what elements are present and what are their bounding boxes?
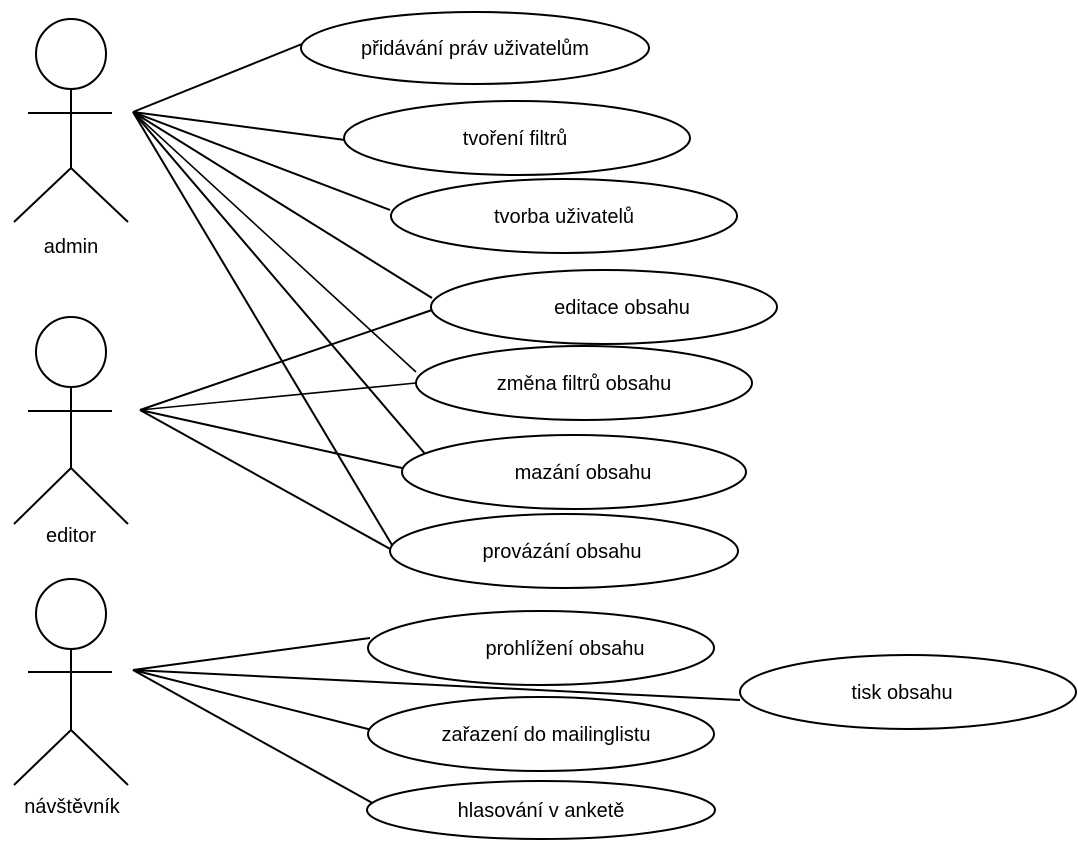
use-case-uc9: tisk obsahu xyxy=(739,654,1077,730)
assoc-admin-uc4 xyxy=(132,111,433,299)
assoc-visitor-uc8 xyxy=(132,637,371,671)
use-case-uc4: editace obsahu xyxy=(430,269,778,345)
assoc-visitor-uc11 xyxy=(132,669,377,806)
use-case-label: hlasování v anketě xyxy=(458,800,625,822)
actor-label-visitor: návštěvník xyxy=(24,796,121,818)
assoc-admin-uc3 xyxy=(132,111,391,211)
use-case-uc7: provázání obsahu xyxy=(389,513,739,589)
assoc-admin-uc5 xyxy=(132,111,417,373)
assoc-admin-uc6 xyxy=(132,111,433,463)
actor-head xyxy=(35,18,107,90)
use-case-uc3: tvorba uživatelů xyxy=(390,178,738,254)
use-case-uc1: přidávání práv uživatelům xyxy=(300,11,650,85)
actor-visitor: návštěvník xyxy=(13,578,129,818)
actor-head xyxy=(35,578,107,650)
actor-editor: editor xyxy=(13,316,129,547)
assoc-editor-uc6 xyxy=(139,409,403,469)
use-case-uc11: hlasování v anketě xyxy=(366,780,716,840)
assoc-admin-uc1 xyxy=(132,43,303,113)
actor-head xyxy=(35,316,107,388)
associations xyxy=(132,43,741,806)
assoc-visitor-uc9 xyxy=(132,669,741,701)
assoc-visitor-uc10 xyxy=(132,669,373,731)
use-case-label: zařazení do mailinglistu xyxy=(442,724,651,746)
assoc-editor-uc5 xyxy=(139,382,417,411)
use-case-uc6: mazání obsahu xyxy=(401,434,747,510)
assoc-editor-uc7 xyxy=(139,409,393,551)
use-case-label: prohlížení obsahu xyxy=(485,638,644,660)
actor-admin: admin xyxy=(13,18,129,258)
use-case-label: mazání obsahu xyxy=(515,462,652,484)
assoc-editor-uc4 xyxy=(139,309,433,411)
use-case-label: provázání obsahu xyxy=(482,541,641,563)
use-case-label: přidávání práv uživatelům xyxy=(361,38,589,60)
use-case-uc10: zařazení do mailinglistu xyxy=(367,696,715,772)
use-case-label: editace obsahu xyxy=(554,297,690,319)
use-case-label: tvorba uživatelů xyxy=(494,206,634,228)
use-case-label: tisk obsahu xyxy=(851,682,952,704)
assoc-admin-uc7 xyxy=(132,111,393,546)
use-case-label: změna filtrů obsahu xyxy=(497,373,672,395)
assoc-admin-uc2 xyxy=(132,111,346,141)
use-case-uc2: tvoření filtrů xyxy=(343,100,691,176)
actor-label-admin: admin xyxy=(44,236,98,258)
use-case-label: tvoření filtrů xyxy=(463,128,567,150)
actor-label-editor: editor xyxy=(46,525,96,547)
use-case-uc8: prohlížení obsahu xyxy=(367,610,715,686)
use-case-uc5: změna filtrů obsahu xyxy=(415,345,753,421)
